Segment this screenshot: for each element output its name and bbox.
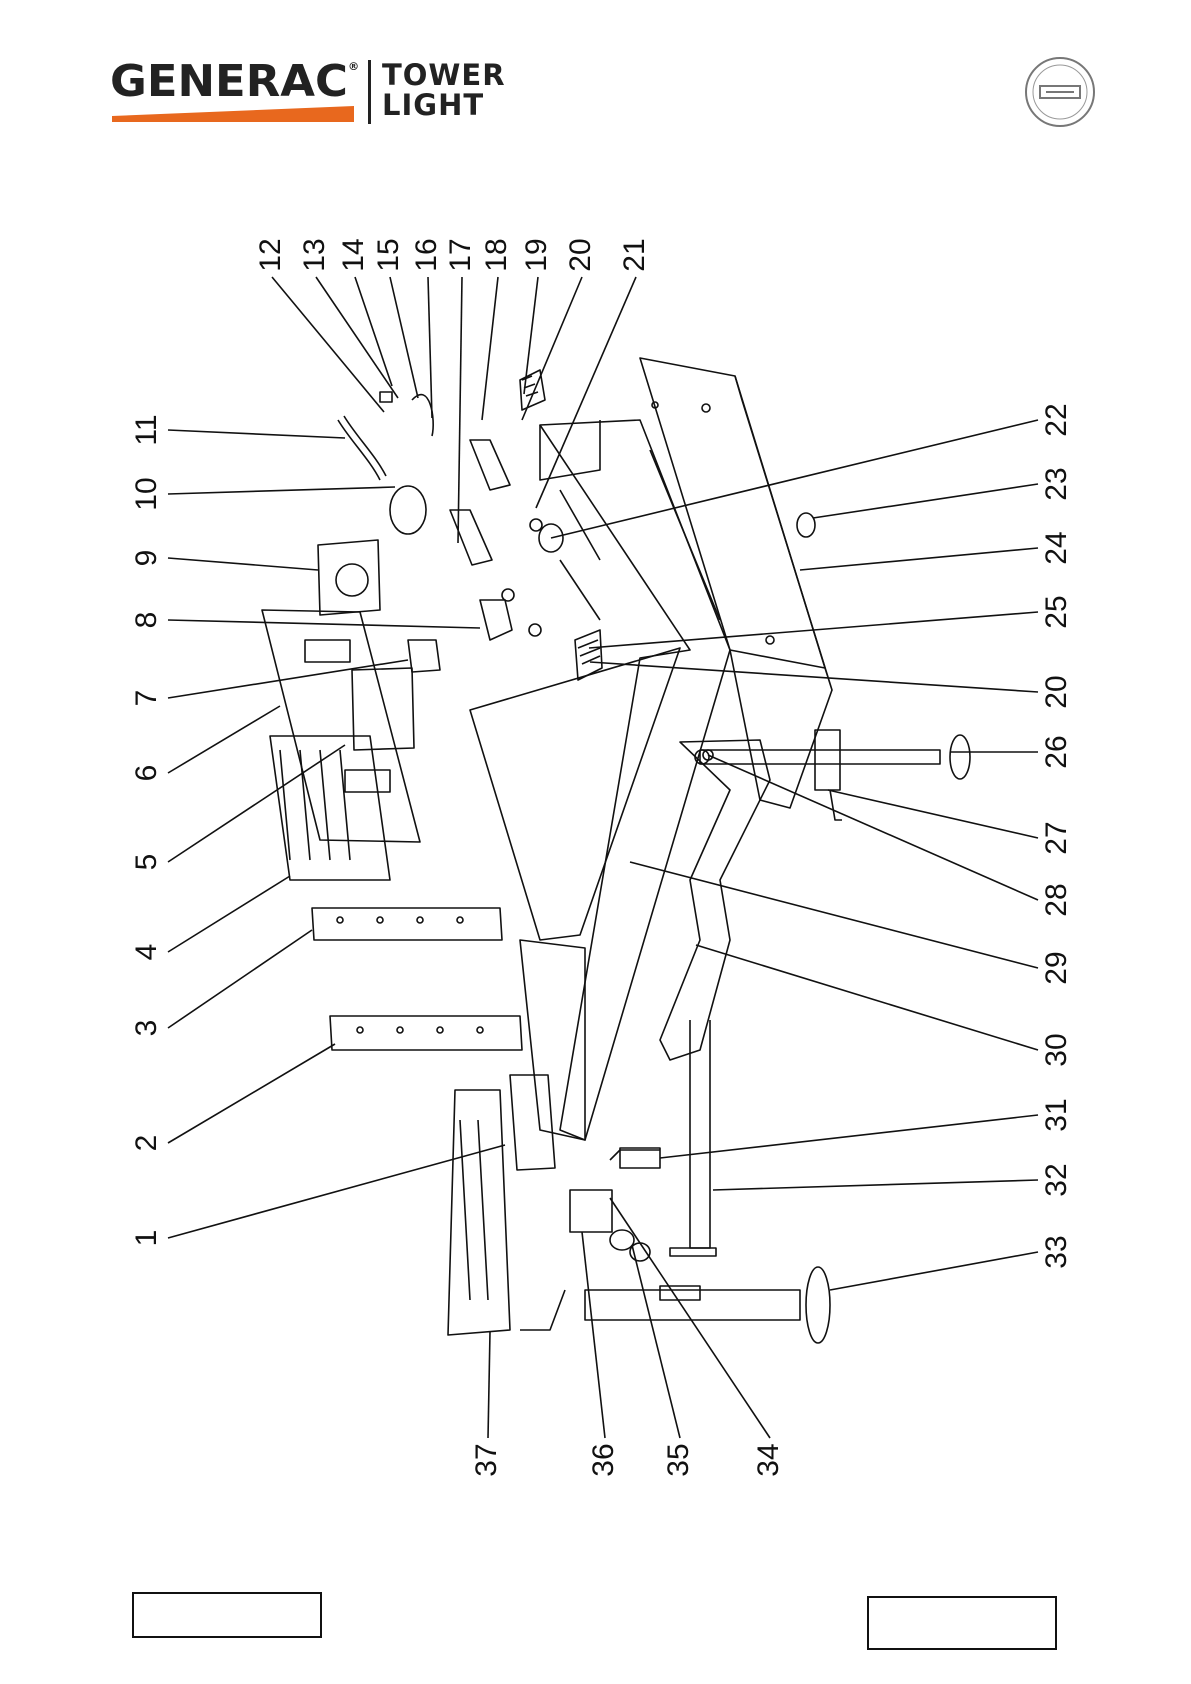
callout-number: 9 (130, 550, 163, 567)
callout-leader-line (168, 487, 395, 494)
callout-leader-line (696, 945, 1038, 1050)
callout-number: 35 (662, 1443, 695, 1476)
callout-number: 32 (1040, 1163, 1073, 1196)
callout-leader-line (830, 1252, 1038, 1290)
callout-leader-line (272, 277, 384, 412)
callout-number: 14 (337, 238, 370, 271)
footer-left-box (132, 1592, 322, 1638)
callout-leader-line (660, 1115, 1038, 1158)
callout-number: 16 (410, 238, 443, 271)
callout-number: 21 (618, 238, 651, 271)
callout-number: 1 (130, 1230, 163, 1247)
callout-leaders (168, 277, 1038, 1438)
callout-leader-line (488, 1332, 490, 1438)
callout-leader-line (458, 277, 462, 543)
callout-leader-line (813, 484, 1038, 518)
callout-number: 29 (1040, 951, 1073, 984)
part-rear-jack (695, 730, 970, 820)
callout-number: 33 (1040, 1235, 1073, 1268)
callout-leader-line (482, 277, 498, 420)
callout-leader-line (390, 277, 418, 398)
callout-number: 11 (130, 414, 163, 445)
callout-leader-line (589, 612, 1038, 648)
callout-leader-line (551, 420, 1038, 538)
callout-number: 25 (1040, 595, 1073, 628)
callout-number: 4 (130, 944, 163, 961)
callout-leader-line (828, 790, 1038, 838)
callout-number: 20 (564, 238, 597, 271)
callout-number: 27 (1040, 821, 1073, 854)
callout-number: 7 (130, 690, 163, 707)
part-enclosures (262, 540, 440, 842)
part-misc-fittings (703, 513, 815, 760)
callout-leader-line (168, 558, 318, 570)
callout-number: 12 (254, 238, 287, 271)
callout-leader-line (536, 277, 636, 508)
callout-leader-line (168, 930, 312, 1028)
callout-leader-line (632, 1245, 680, 1438)
callout-leader-line (582, 1232, 605, 1438)
callout-leader-line (800, 548, 1038, 570)
callout-number: 23 (1040, 467, 1073, 500)
callout-number: 24 (1040, 531, 1073, 564)
callout-number: 31 (1040, 1098, 1073, 1131)
callout-leader-line (168, 1145, 505, 1238)
callout-leader-line (168, 745, 345, 862)
callout-leader-line (713, 1180, 1038, 1190)
callout-number: 28 (1040, 883, 1073, 916)
callout-leader-line (168, 1044, 335, 1143)
callout-number: 5 (130, 854, 163, 871)
callout-leader-line (355, 277, 392, 386)
callout-number: 3 (130, 1020, 163, 1037)
callout-number: 26 (1040, 735, 1073, 768)
part-front-jack (520, 1148, 830, 1343)
callout-number: 20 (1040, 675, 1073, 708)
callout-leader-line (168, 430, 345, 438)
part-platform (470, 420, 730, 1140)
callout-number: 8 (130, 612, 163, 629)
part-drawbar (660, 740, 770, 1256)
callout-leader-line (168, 876, 290, 952)
callout-leader-line (168, 706, 280, 773)
callout-number: 36 (587, 1443, 620, 1476)
callout-number: 34 (752, 1443, 785, 1476)
part-rails (270, 736, 522, 1050)
callout-number: 18 (480, 238, 513, 271)
callout-number: 6 (130, 765, 163, 782)
callout-number: 17 (444, 238, 477, 271)
callout-number: 19 (520, 238, 553, 271)
callout-number: 10 (130, 477, 163, 510)
callout-number: 15 (372, 238, 405, 271)
callout-leader-line (168, 620, 480, 628)
callout-number: 37 (470, 1443, 503, 1476)
parts-drawing (262, 358, 970, 1343)
footer-right-box (867, 1596, 1057, 1650)
callout-leader-line (522, 277, 582, 420)
part-plug-cable (338, 392, 433, 534)
callout-number: 2 (130, 1135, 163, 1152)
callout-leader-line (428, 277, 432, 418)
callout-leader-line (630, 862, 1038, 968)
callout-number: 30 (1040, 1033, 1073, 1066)
callout-number: 22 (1040, 403, 1073, 436)
callout-leader-line (168, 660, 408, 698)
callout-number: 13 (298, 238, 331, 271)
